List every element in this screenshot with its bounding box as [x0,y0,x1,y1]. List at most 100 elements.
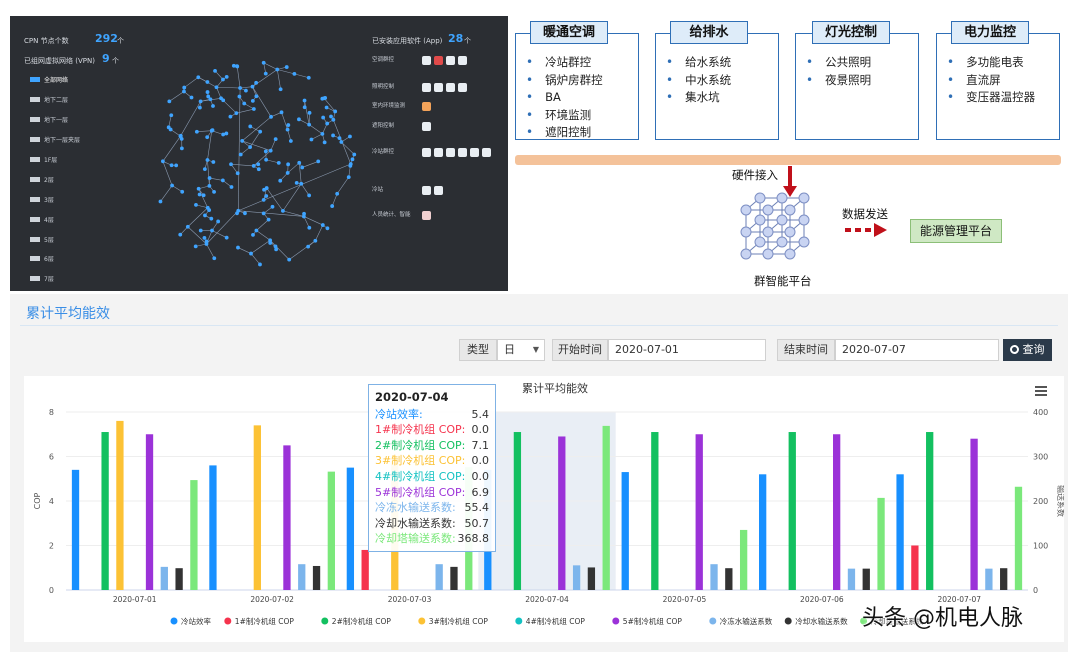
bar [116,420,124,590]
y-tick-label: 8 [49,408,54,417]
bar [759,474,767,590]
network-link [276,69,281,90]
network-node [270,204,275,209]
network-node [254,228,259,233]
tooltip-row: 1#制冷机组 COP:0.0 [375,422,489,438]
network-link [242,140,271,151]
network-node [224,74,229,79]
network-link [256,219,269,231]
vpn-item[interactable]: 2层 [30,169,100,189]
app-icon[interactable] [422,56,431,65]
vpn-swatch-icon [30,157,40,162]
network-link [336,176,349,194]
network-node [261,211,266,216]
vpn-item[interactable]: 地下一层夹层 [30,130,100,150]
network-link [170,129,181,137]
network-node [264,194,269,198]
tooltip-row-label: 1#制冷机组 COP: [375,423,466,437]
app-icon[interactable] [422,102,431,111]
system-items-water: •给水系统•中水系统•集水坑 [656,34,778,107]
vpn-item[interactable]: 5层 [30,229,100,249]
vpn-swatch-icon [30,77,40,83]
app-icon[interactable] [446,56,455,65]
app-icon[interactable] [446,83,455,92]
network-node [300,165,305,170]
vpn-item[interactable]: 地下一层 [30,110,100,130]
network-link [266,187,284,212]
network-node [320,131,325,136]
vpn-item[interactable]: 4层 [30,209,100,229]
network-node [234,111,239,116]
legend-label: 1#制冷机组 COP [235,616,295,626]
app-icon[interactable] [470,148,479,157]
network-node [243,211,247,216]
app-icon[interactable] [458,56,467,65]
network-node [202,235,207,240]
app-icon[interactable] [422,148,431,157]
system-item-label: 集水坑 [685,90,720,104]
app-icon[interactable] [458,148,467,157]
network-node [207,208,212,212]
app-icon[interactable] [422,122,431,131]
y-tick-label: 2 [49,542,54,551]
network-node [189,95,194,100]
network-node [325,226,330,231]
network-node [269,114,273,119]
vpn-item[interactable]: 8层 [30,289,100,291]
legend-label: 冷却水输送系数 [795,616,848,626]
network-node [178,133,183,138]
vpn-item[interactable]: 6层 [30,249,100,269]
bar [175,568,183,590]
cube-node [776,214,788,226]
app-icon[interactable] [434,186,443,195]
app-icon[interactable] [422,211,431,220]
app-icon[interactable] [434,56,443,65]
y-tick-label: 4 [49,497,54,506]
vpn-item[interactable]: 1F层 [30,150,100,170]
app-icon[interactable] [446,148,455,157]
bullet-icon: • [526,72,534,87]
network-link [241,116,272,142]
vpn-item[interactable]: 地下二层 [30,90,100,110]
network-node [220,178,225,183]
vpn-item[interactable]: 3层 [30,189,100,209]
network-node [288,139,293,143]
network-link [303,216,323,226]
chart-menu-icon[interactable] [1035,386,1047,396]
network-link [214,70,224,80]
end-time-input[interactable]: 2020-07-07 [835,339,999,361]
network-node [325,121,330,126]
app-icon[interactable] [434,83,443,92]
network-node [285,171,290,175]
vpn-item[interactable]: 全部网络 [30,70,100,90]
network-node [216,219,221,224]
app-icon[interactable] [482,148,491,157]
vpn-item[interactable]: 7层 [30,269,100,289]
network-link [315,224,324,241]
network-link [308,124,323,135]
start-time-input[interactable]: 2020-07-01 [608,339,766,361]
network-link [311,133,323,140]
bullet-icon: • [526,90,534,104]
hardware-access-label: 硬件接入 [732,168,778,182]
app-icon[interactable] [422,83,431,92]
system-item: •环境监测 [526,107,638,125]
app-category-label: 照明控制 [372,84,395,90]
app-icon[interactable] [422,186,431,195]
app-category-row: 冷站 [372,186,443,195]
network-node [263,71,268,76]
query-button[interactable]: 查询 [1003,339,1052,361]
bar [1014,486,1023,590]
type-select[interactable]: 日 ▼ [497,339,545,361]
x-tick-label: 2020-07-07 [937,595,981,604]
system-item: •中水系统 [666,72,778,90]
network-node [237,94,242,99]
cube-node [798,236,810,248]
app-icon[interactable] [458,83,467,92]
app-icon[interactable] [434,148,443,157]
network-node [210,228,214,233]
network-link [304,100,310,125]
vpn-swatch-icon [30,97,40,103]
network-link [171,185,183,193]
